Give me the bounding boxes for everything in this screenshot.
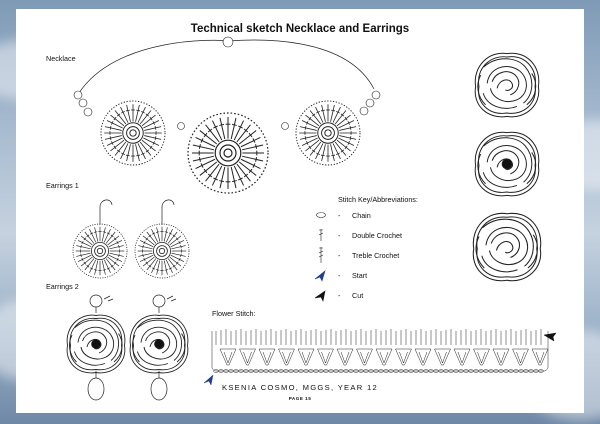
key-label-double-crochet: Double Crochet [352,231,402,240]
key-dash: - [338,231,341,240]
flower-stitch-cut-arrow [543,332,557,342]
necklace-chain [78,39,375,94]
double-crochet-icon [318,229,324,241]
necklace-beads [73,90,381,130]
key-dash: - [338,291,341,300]
necklace-right-motif [296,101,360,165]
rose-stage-2 [475,132,539,196]
key-dash: - [338,211,341,220]
earrings1-label: Earrings 1 [46,181,79,190]
technical-sketch-page: Technical sketch Necklace and Earrings N… [16,9,584,413]
rose-stage-3 [473,213,540,280]
earrings2-label: Earrings 2 [46,282,79,291]
stitch-key-heading: Stitch Key/Abbreviations: [338,195,418,204]
rose-stage-1 [475,53,539,117]
key-label-chain: Chain [352,211,371,220]
start-arrow-icon [314,270,326,282]
necklace-left-motif [101,101,165,165]
earring1-left-hook [99,199,113,225]
earring1-left-motif [73,224,127,278]
key-dash: - [338,271,341,280]
cut-arrow-icon [314,290,326,302]
key-label-treble-crochet: Treble Crochet [352,251,400,260]
footer-credit: KSENIA COSMO, MGGS, YEAR 12 [221,383,379,392]
page-title: Technical sketch Necklace and Earrings [190,23,410,35]
flower-stitch-start-arrow [203,374,214,386]
earring2-right [130,294,188,401]
key-label-start: Start [352,271,368,280]
oval-chain-icon [316,212,326,218]
flower-stitch-label: Flower Stitch: [212,309,256,318]
key-label-cut: Cut [352,291,364,300]
earring1-right-hook [161,199,175,225]
necklace-clasp-bead [222,36,234,48]
sketch-drawing [16,36,557,401]
earring2-left [67,294,125,401]
key-dash: - [338,251,341,260]
page-number: PAGE 15 [288,396,312,401]
earring1-right-motif [135,224,189,278]
treble-crochet-icon [318,247,324,263]
necklace-label: Necklace [46,54,76,63]
necklace-center-motif [188,113,268,193]
flower-stitch-diagram [203,329,557,386]
